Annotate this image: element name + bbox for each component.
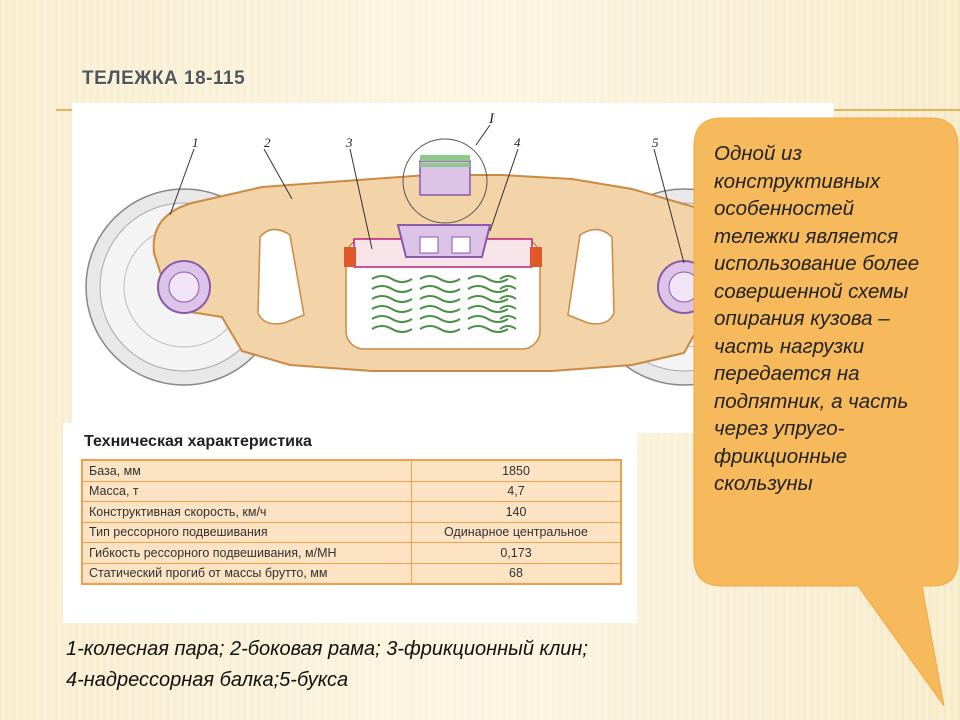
- callout-label-1: 1: [192, 135, 199, 150]
- center-plate: [402, 138, 488, 224]
- spec-name: Статический прогиб от массы брутто, мм: [81, 562, 412, 585]
- spec-value: 68: [411, 562, 622, 585]
- callout-line: совершенной схемы: [714, 279, 909, 303]
- callout-line: фрикционные: [714, 444, 848, 468]
- parts-legend: 1-колесная пара; 2-боковая рама; 3-фрикц…: [66, 634, 588, 696]
- callout-label-4: 4: [514, 135, 521, 150]
- callout-line: особенностей: [714, 197, 855, 220]
- callout-label-2: 2: [264, 135, 271, 150]
- detail-label: I: [488, 111, 495, 127]
- callout-line: скользуны: [714, 472, 813, 495]
- spec-name: Конструктивная скорость, км/ч: [81, 501, 412, 523]
- callout-line: через упруго-: [714, 417, 845, 440]
- spec-value: 1850: [411, 459, 622, 482]
- callout-line: опирания кузова –: [714, 307, 890, 330]
- spec-name: Гибкость рессорного подвешивания, м/МН: [81, 542, 412, 564]
- callout-label-5: 5: [652, 135, 659, 150]
- spec-title: Техническая характеристика: [84, 433, 312, 450]
- callout-line: Одной из: [714, 142, 802, 165]
- callout-line: часть нагрузки: [714, 334, 865, 358]
- spec-value: 4,7: [411, 480, 622, 502]
- legend-line-2: 4-надрессорная балка;5-букса: [66, 669, 349, 691]
- spec-name: База, мм: [81, 459, 412, 482]
- callout-line: подпятник, а часть: [714, 389, 909, 413]
- legend-line-1: 1-колесная пара; 2-боковая рама; 3-фрикц…: [66, 638, 588, 660]
- left-journal-box: [157, 260, 211, 314]
- callout-line: использование более: [714, 252, 920, 275]
- spring-set: [371, 275, 517, 333]
- slide-title: ТЕЛЕЖКА 18-115: [82, 68, 246, 89]
- spec-value: Одинарное центральное: [411, 521, 622, 543]
- callout-line: тележки является: [714, 224, 899, 248]
- callout-line: передается на: [714, 362, 860, 385]
- bolster: [344, 224, 542, 268]
- callout-text: Одной из конструктивных особенностей тел…: [714, 140, 950, 498]
- callout-line: конструктивных: [714, 169, 881, 193]
- leader-lines: [169, 124, 685, 264]
- callout-label-3: 3: [345, 135, 353, 150]
